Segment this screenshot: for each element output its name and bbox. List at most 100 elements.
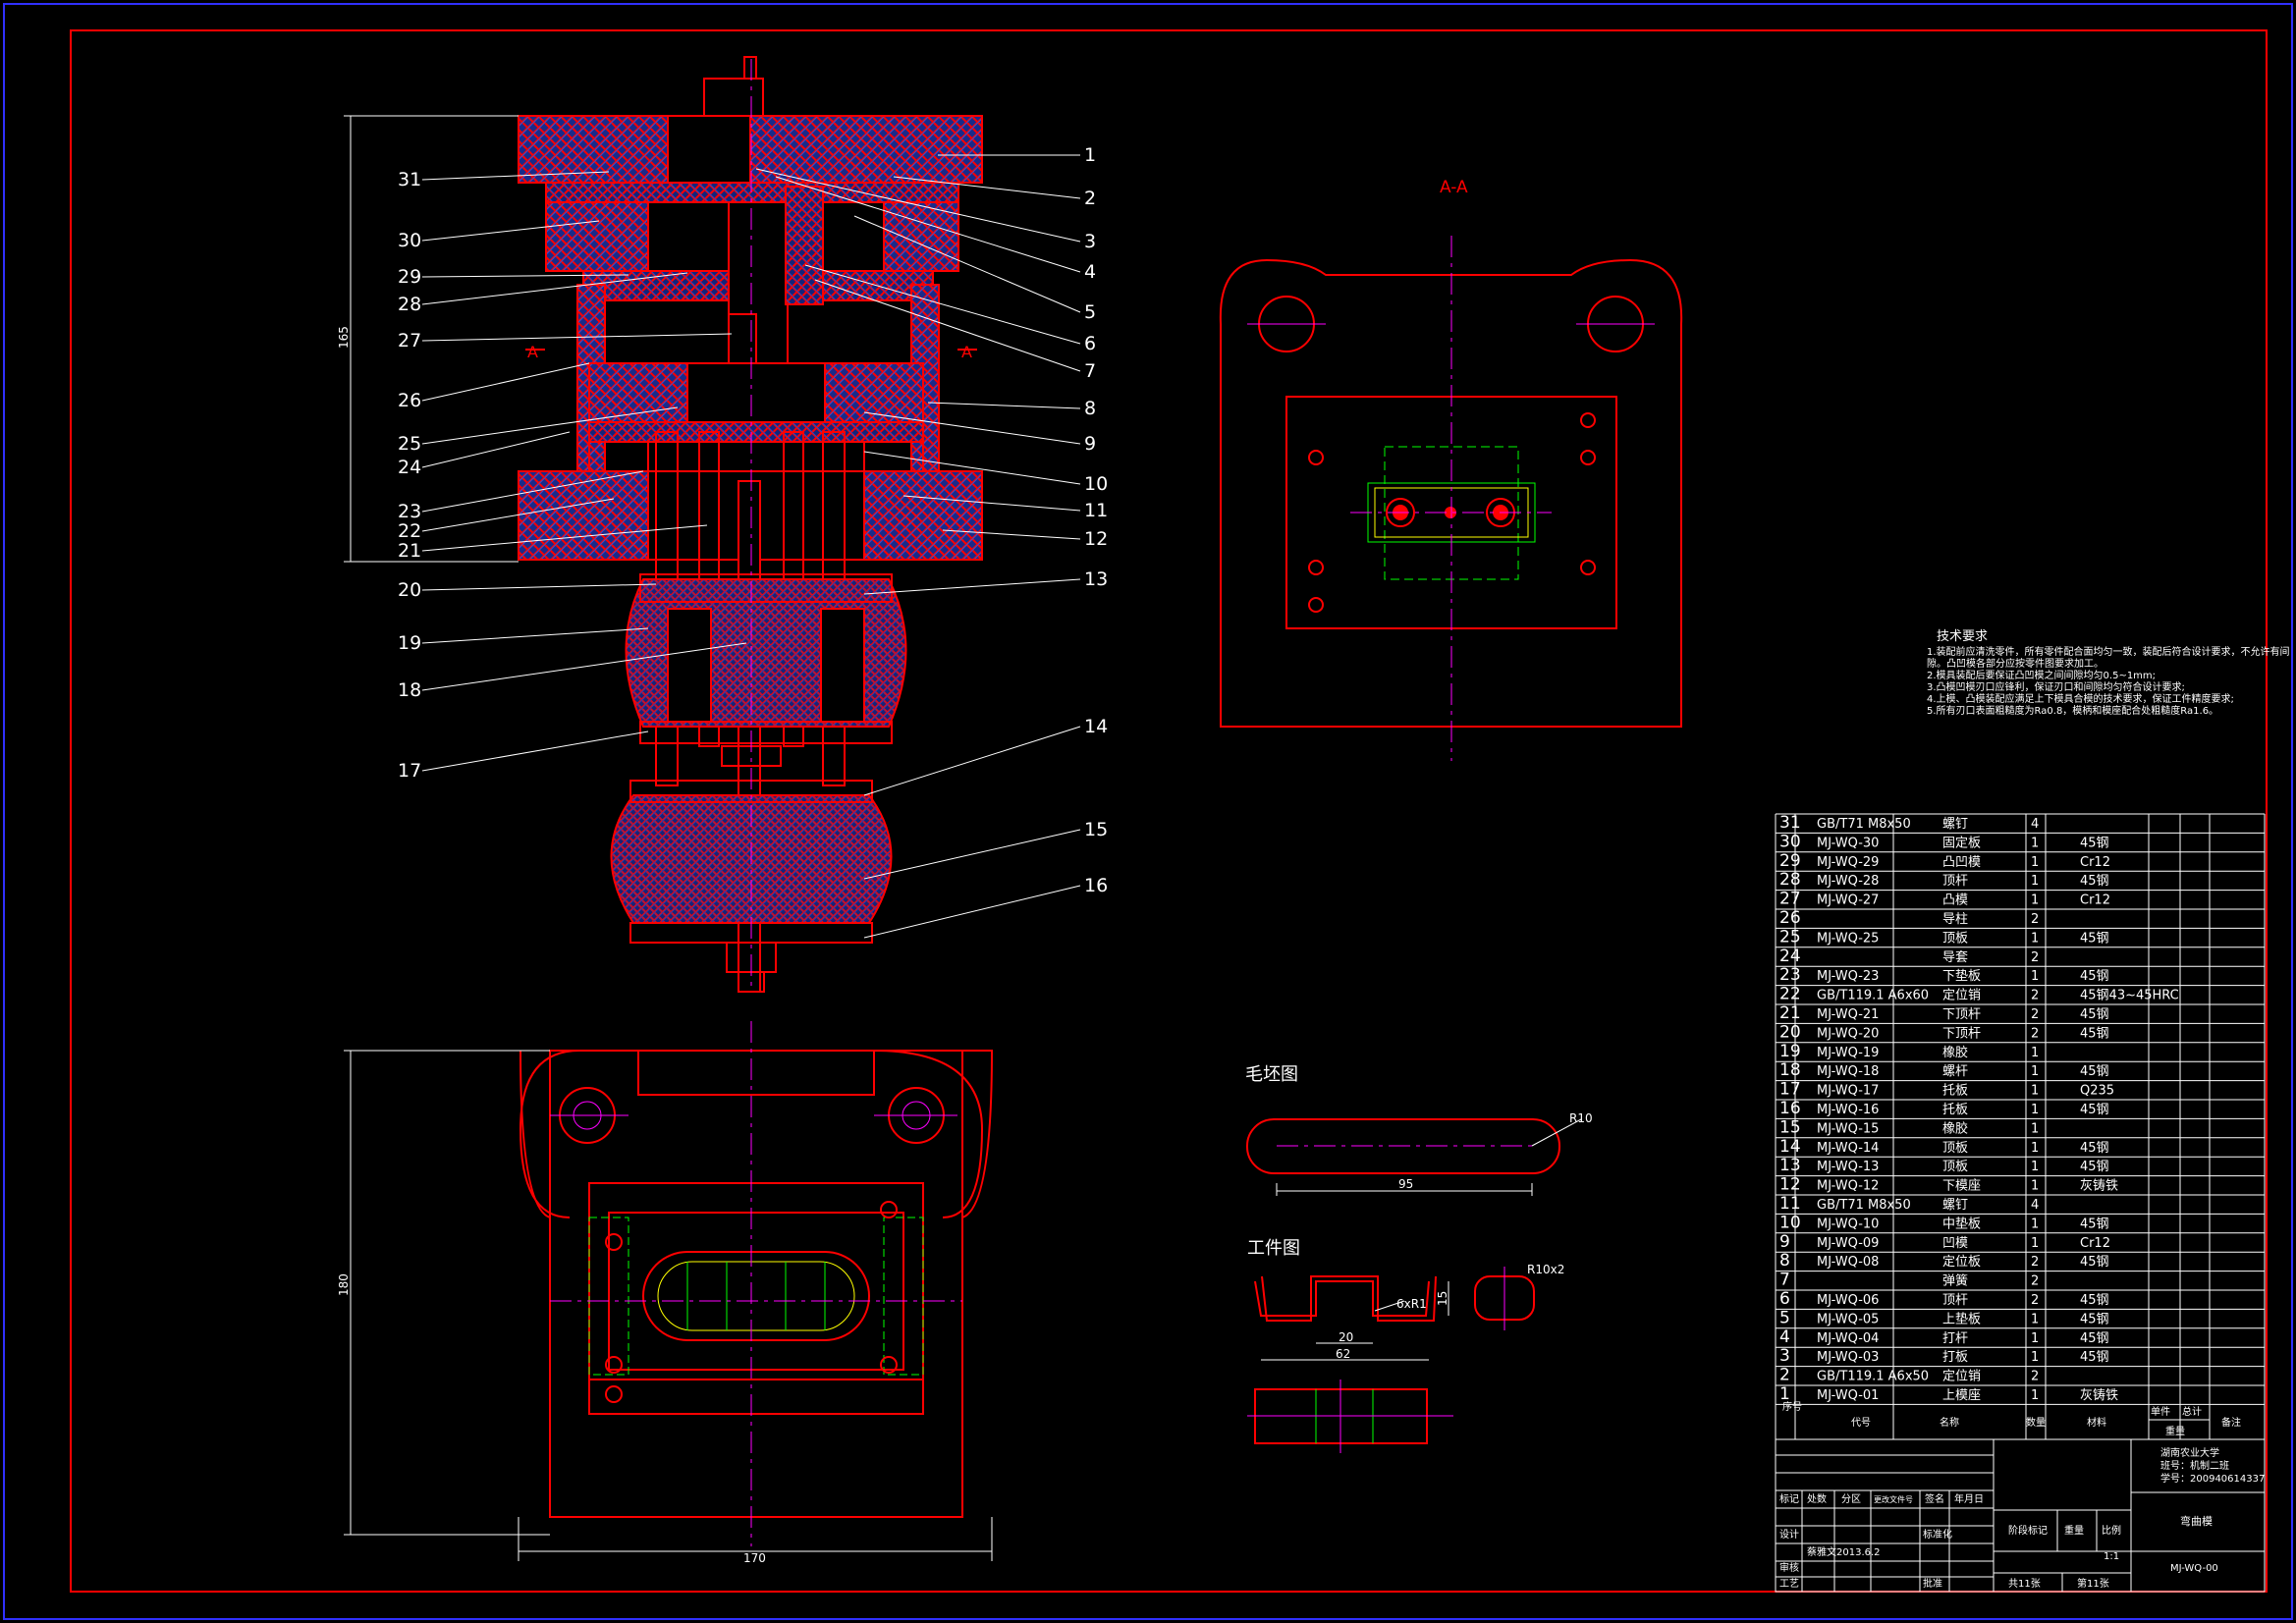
- main-section-view: [344, 56, 983, 993]
- bom-cell-name: 定位板: [1942, 1255, 1981, 1270]
- bom-cell-qty: 1: [2031, 1350, 2039, 1365]
- callout-12: 12: [1084, 528, 1108, 550]
- bom-cell-code: MJ-WQ-09: [1817, 1236, 1879, 1251]
- bom-cell-no: 8: [1779, 1251, 1790, 1271]
- bom-cell-qty: 1: [2031, 893, 2039, 908]
- callout-23: 23: [398, 501, 421, 522]
- bom-cell-qty: 1: [2031, 1121, 2039, 1136]
- tb-student-id: 学号：200940614337: [2160, 1472, 2265, 1485]
- bom-cell-name: 橡胶: [1942, 1120, 1968, 1136]
- bom-cell-code: MJ-WQ-23: [1817, 969, 1879, 984]
- bom-cell-mat: 45钢: [2080, 1141, 2109, 1156]
- bom-cell-name: 橡胶: [1942, 1045, 1968, 1060]
- tech-notes-title: 技术要求: [1937, 629, 1988, 644]
- bom-cell-no: 13: [1779, 1156, 1801, 1175]
- bom-cell-name: 托板: [1942, 1084, 1968, 1099]
- bom-cell-code: MJ-WQ-17: [1817, 1084, 1879, 1099]
- callout-6: 6: [1084, 333, 1096, 354]
- bom-cell-no: 21: [1779, 1003, 1801, 1023]
- section-title: A-A: [1440, 178, 1468, 197]
- bom-cell-mat: 45钢: [2080, 969, 2109, 984]
- bom-cell-code: MJ-WQ-06: [1817, 1293, 1879, 1308]
- dim-main-height: 165: [337, 326, 351, 349]
- callout-22: 22: [398, 520, 421, 542]
- dim-blank-length: 95: [1398, 1177, 1413, 1191]
- bom-cell-name: 下顶杆: [1942, 1026, 1981, 1041]
- callout-11: 11: [1084, 500, 1108, 521]
- tech-note-line-3: 2.模具装配后要保证凸凹模之间间隙均匀0.5~1mm;: [1927, 669, 2156, 681]
- callouts-right: 1 2 3 4 5 6 7 8 9 10 11 12 13 14 15 16: [1084, 144, 1108, 896]
- bom-cell-code: GB/T119.1 A6x50: [1817, 1370, 1929, 1384]
- bom-cell-code: GB/T71 M8x50: [1817, 817, 1911, 832]
- bom-cell-name: 凸模: [1942, 893, 1968, 908]
- bom-cell-mat: Q235: [2080, 1084, 2114, 1099]
- bom-cell-code: MJ-WQ-16: [1817, 1103, 1879, 1117]
- bom-cell-code: MJ-WQ-27: [1817, 893, 1879, 908]
- bom-cell-qty: 1: [2031, 1141, 2039, 1156]
- bom-cell-code: MJ-WQ-10: [1817, 1217, 1879, 1231]
- bom-cell-qty: 1: [2031, 855, 2039, 870]
- bom-cell-no: 4: [1779, 1327, 1790, 1347]
- bom-cell-no: 27: [1779, 890, 1801, 909]
- tb-label-change-doc: 更改文件号: [1874, 1494, 1913, 1504]
- bom-cell-code: MJ-WQ-03: [1817, 1350, 1879, 1365]
- callout-9: 9: [1084, 433, 1096, 455]
- bom-cell-name: 顶杆: [1942, 874, 1968, 889]
- bom-cell-qty: 1: [2031, 1179, 2039, 1194]
- tb-label-count: 处数: [1807, 1492, 1827, 1505]
- bom-cell-mat: Cr12: [2080, 893, 2110, 908]
- callout-7: 7: [1084, 360, 1096, 382]
- bom-cell-code: MJ-WQ-30: [1817, 836, 1879, 850]
- bom-cell-mat: 45钢43~45HRC: [2080, 989, 2179, 1003]
- callout-8: 8: [1084, 398, 1096, 419]
- bom-cell-name: 托板: [1942, 1103, 1968, 1117]
- bom-cell-qty: 2: [2031, 989, 2039, 1003]
- bom-header: 序号 代号 名称 数量 材料 单件 总计 备注 重量: [1782, 1400, 2241, 1437]
- dim-base-height: 180: [337, 1273, 351, 1296]
- section-mark-left: A: [527, 343, 538, 361]
- bom-cell-no: 26: [1779, 908, 1801, 928]
- bom-header-total: 总计: [2182, 1405, 2202, 1418]
- section-mark-right: A: [961, 343, 972, 361]
- bom-cell-code: MJ-WQ-21: [1817, 1007, 1879, 1022]
- bom-cell-qty: 2: [2031, 1255, 2039, 1270]
- bom-cell-name: 下模座: [1942, 1179, 1981, 1194]
- bom-cell-name: 螺钉: [1942, 1198, 1968, 1213]
- drawing-frame: [70, 29, 2268, 1593]
- bom-cell-qty: 1: [2031, 931, 2039, 946]
- bom-cell-no: 14: [1779, 1137, 1801, 1157]
- bom-cell-code: MJ-WQ-28: [1817, 874, 1879, 889]
- bom-cell-code: MJ-WQ-12: [1817, 1179, 1879, 1194]
- bom-cell-no: 20: [1779, 1022, 1801, 1042]
- bom-cell-qty: 1: [2031, 1103, 2039, 1117]
- bom-cell-code: MJ-WQ-20: [1817, 1026, 1879, 1041]
- callout-13: 13: [1084, 568, 1108, 590]
- bom-cell-no: 3: [1779, 1346, 1790, 1366]
- bom-cell-mat: 45钢: [2080, 1350, 2109, 1365]
- bom-cell-qty: 1: [2031, 969, 2039, 984]
- callout-18: 18: [398, 679, 421, 701]
- callout-20: 20: [398, 579, 421, 601]
- bom-cell-no: 11: [1779, 1194, 1801, 1214]
- callout-16: 16: [1084, 875, 1108, 896]
- bottom-plan-view: [344, 1021, 994, 1561]
- bom-cell-name: 顶板: [1942, 931, 1968, 946]
- tb-date: 2013.6.2: [1836, 1547, 1881, 1558]
- tech-note-line-4: 3.凸模凹模刃口应锋利，保证刃口和间隙均匀符合设计要求;: [1927, 680, 2185, 693]
- callout-26: 26: [398, 390, 421, 411]
- callout-24: 24: [398, 457, 421, 478]
- bom-cell-mat: Cr12: [2080, 855, 2110, 870]
- tb-label-std: 标准化: [1923, 1528, 1952, 1541]
- bom-cell-no: 25: [1779, 927, 1801, 947]
- bom-cell-name: 导套: [1942, 949, 1968, 965]
- leaders-right: [755, 154, 1081, 939]
- bom-cell-name: 定位销: [1942, 989, 1981, 1003]
- tb-label-ymd: 年月日: [1954, 1492, 1984, 1505]
- callout-4: 4: [1084, 261, 1096, 283]
- tb-drawing-name: 弯曲模: [2180, 1514, 2213, 1528]
- tech-notes: 技术要求 1.装配前应清洗零件，所有零件配合面均匀一致，装配后符合设计要求，不允…: [1927, 629, 2290, 717]
- bom-cell-code: MJ-WQ-04: [1817, 1331, 1879, 1346]
- bom-cell-code: MJ-WQ-14: [1817, 1141, 1879, 1156]
- bom-cell-no: 15: [1779, 1117, 1801, 1137]
- title-block-text: 湖南农业大学 班号：机制二班 学号：200940614337 弯曲模 MJ-WQ…: [1779, 1446, 2265, 1590]
